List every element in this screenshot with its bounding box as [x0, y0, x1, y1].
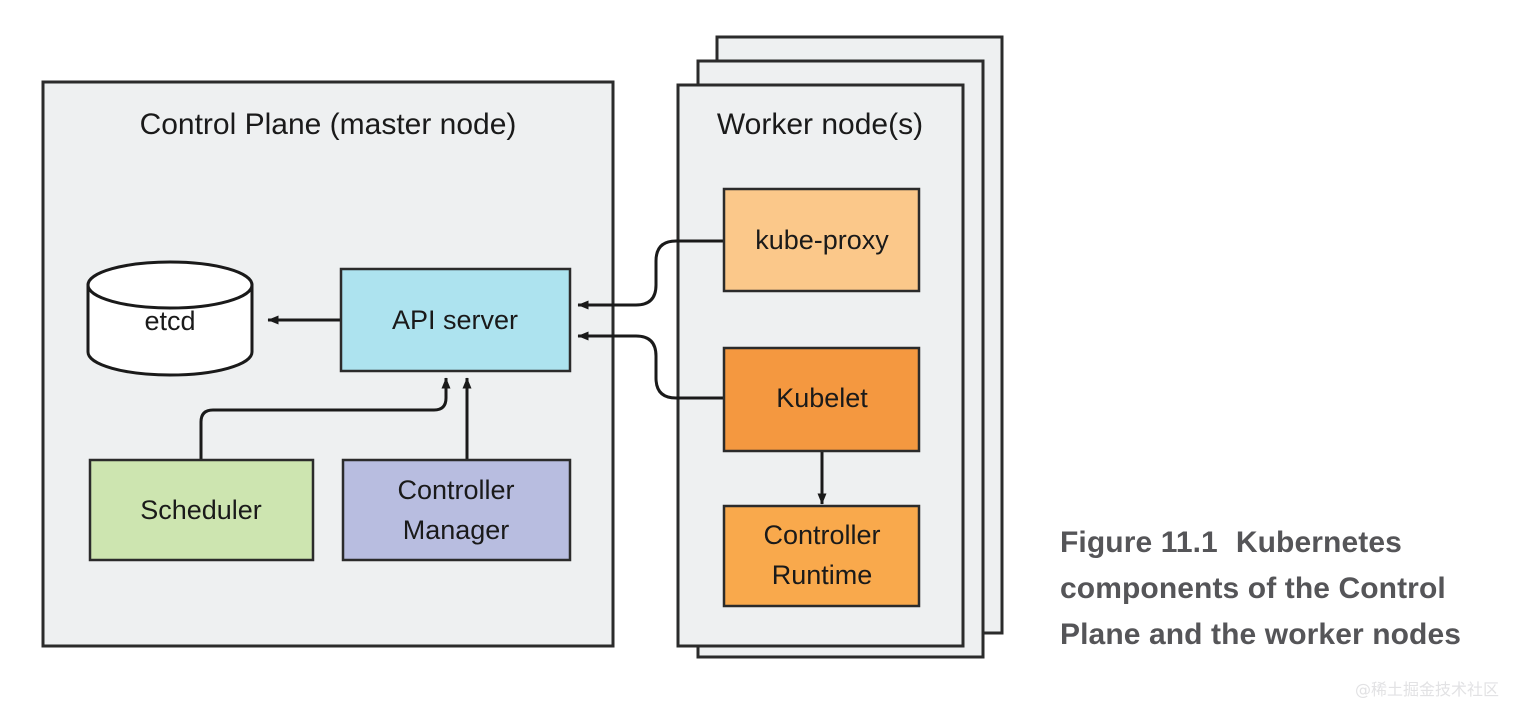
connector-scheduler-to-api-server — [199, 377, 451, 460]
connector-kube-proxy-to-api-server — [577, 239, 724, 310]
etcd-cylinder-top — [86, 260, 254, 310]
api-server-box — [339, 267, 572, 373]
kubelet-box — [722, 346, 921, 453]
controller-runtime-label-line2: Runtime — [772, 560, 873, 590]
component-etcd[interactable]: etcd — [86, 260, 254, 377]
controller-manager-label-line1: Controller — [397, 475, 514, 505]
controller-runtime-box — [722, 504, 921, 608]
kubelet-label: Kubelet — [776, 383, 868, 413]
controller-runtime-label-line1: Controller — [763, 520, 880, 550]
etcd-cylinder-body — [86, 283, 254, 377]
figure-caption-label: Figure 11.1 — [1060, 526, 1218, 559]
component-controller-runtime[interactable]: Controller Runtime — [722, 504, 921, 608]
api-server-label: API server — [392, 305, 518, 335]
connector-kubelet-to-api-server — [577, 331, 724, 400]
scheduler-box — [88, 458, 315, 562]
component-api-server[interactable]: API server — [339, 267, 572, 373]
component-kube-proxy[interactable]: kube-proxy — [722, 187, 921, 293]
watermark: @稀土掘金技术社区 — [1355, 680, 1500, 699]
scheduler-label: Scheduler — [140, 495, 262, 525]
connector-layer — [199, 239, 827, 505]
figure-caption-text: Kubernetes components of the Control Pla… — [1060, 526, 1462, 651]
controller-manager-label-line2: Manager — [403, 515, 510, 545]
component-scheduler[interactable]: Scheduler — [88, 458, 315, 562]
component-kubelet[interactable]: Kubelet — [722, 346, 921, 453]
etcd-label: etcd — [144, 306, 195, 336]
worker-nodes-title: Worker node(s) — [717, 108, 923, 141]
controller-manager-box — [341, 458, 572, 562]
kube-proxy-box — [722, 187, 921, 293]
kube-proxy-label: kube-proxy — [755, 225, 889, 255]
control-plane-title: Control Plane (master node) — [140, 108, 517, 141]
component-controller-manager[interactable]: Controller Manager — [341, 458, 572, 562]
